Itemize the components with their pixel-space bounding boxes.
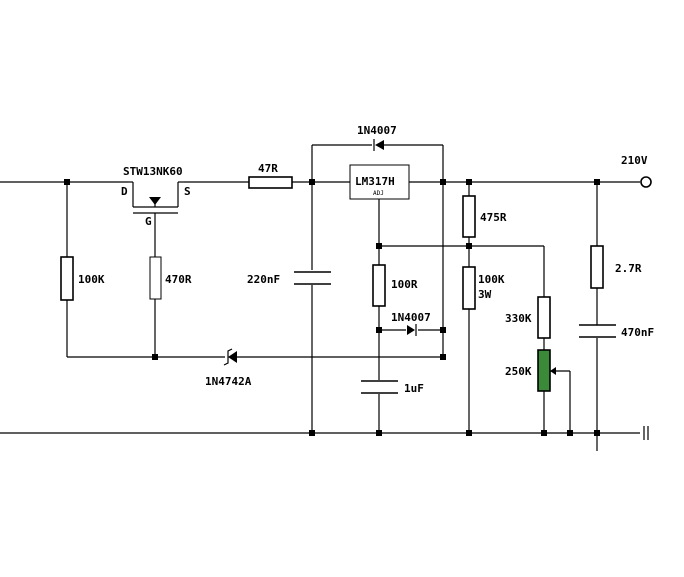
regulator-box (349, 164, 410, 200)
capacitor-c-adj (361, 380, 398, 394)
mosfet-label: STW13NK60 (123, 165, 183, 178)
resistor-r-out (590, 245, 604, 289)
capacitor-c-input (294, 271, 331, 285)
diode-bypass-icon (373, 139, 384, 151)
regulator-adj-label: ADJ (373, 190, 384, 197)
resistor-r-series (248, 176, 293, 189)
resistor-r-bias (60, 256, 74, 301)
output-voltage-label: 210V (621, 154, 648, 167)
resistor-r-gate (149, 256, 162, 300)
mosfet-symbol (128, 181, 184, 217)
mosfet-source-label: S (184, 185, 191, 198)
c-input-label: 220nF (247, 273, 280, 286)
diode-adj-label: 1N4007 (391, 311, 431, 324)
r-bias-label: 100K (78, 273, 105, 286)
potentiometer (537, 349, 551, 392)
r-bleeder-label: 100K (478, 273, 505, 286)
zener-label: 1N4742A (205, 375, 252, 388)
regulator-label: LM317H (355, 175, 395, 188)
r-gate-label: 470R (165, 273, 192, 286)
resistor-r-prog (372, 264, 386, 307)
r-series-label: 47R (258, 162, 278, 175)
pot-label: 250K (505, 365, 532, 378)
mosfet-drain-label: D (121, 185, 128, 198)
output-terminal-icon (640, 176, 652, 188)
resistor-r-trim (537, 296, 551, 339)
r-prog-label: 100R (391, 278, 418, 291)
r-top-label: 475R (480, 211, 507, 224)
c-out-label: 470nF (621, 326, 654, 339)
wiper-arrow-icon (550, 367, 556, 375)
r-trim-label: 330K (505, 312, 532, 325)
r-bleeder-power-label: 3W (478, 288, 492, 301)
capacitor-c-out (579, 324, 616, 338)
zener-diode-icon (223, 348, 237, 366)
junction-dots (64, 179, 600, 436)
diode-bypass-label: 1N4007 (357, 124, 397, 137)
c-adj-label: 1uF (404, 382, 424, 395)
mosfet-gate-label: G (145, 215, 152, 228)
resistor-r-top (462, 195, 476, 238)
diode-adj-icon (407, 324, 417, 336)
resistor-r-bleeder (462, 266, 476, 310)
r-out-label: 2.7R (615, 262, 642, 275)
